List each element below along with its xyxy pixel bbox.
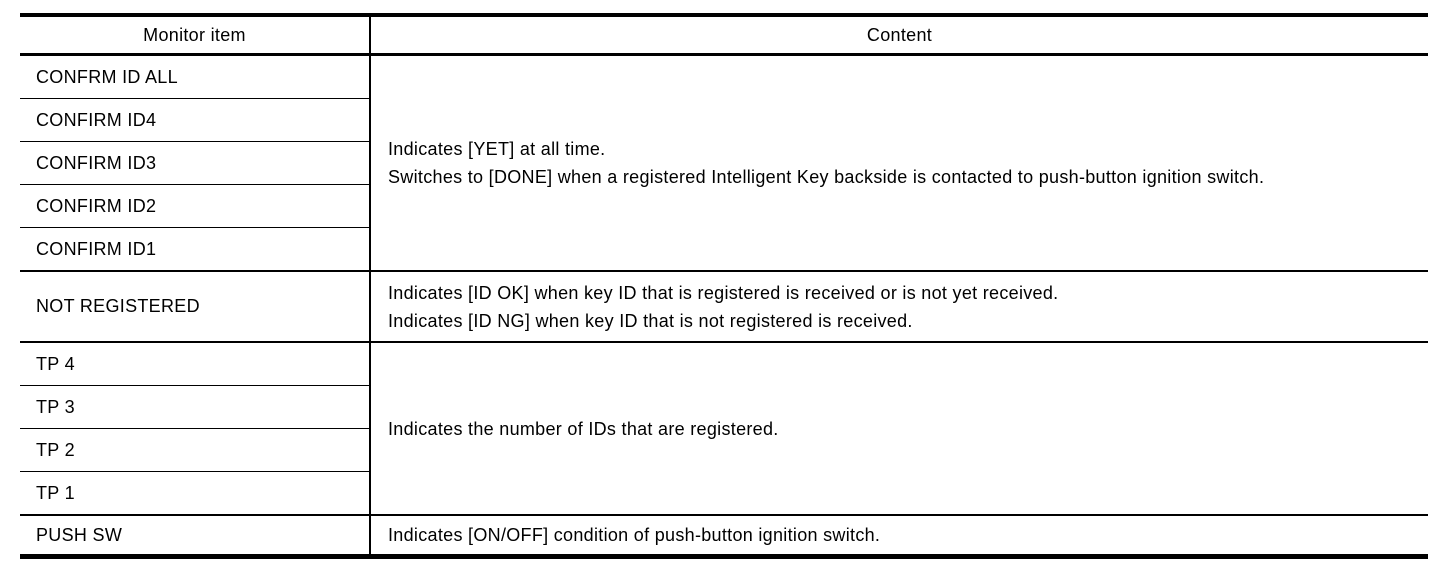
monitor-item-cell: TP 2 [20,428,371,472]
content-cell: Indicates [ID OK] when key ID that is re… [370,270,1428,342]
monitor-item-cell: NOT REGISTERED [20,270,371,342]
content-line: Switches to [DONE] when a registered Int… [388,167,1265,187]
table-row: PUSH SW Indicates [ON/OFF] condition of … [20,514,1428,557]
table-row: TP 1 [20,471,1428,515]
monitor-item-cell: CONFIRM ID3 [20,141,371,185]
monitor-item-cell: CONFRM ID ALL [20,54,371,99]
table-row: CONFIRM ID3 [20,141,1428,185]
table-row: CONFIRM ID2 [20,184,1428,228]
content-line: Indicates [ON/OFF] condition of push-but… [388,525,881,545]
table-row: CONFRM ID ALL Indicates [YET] at all tim… [20,54,1428,187]
table-header: Monitor item Content [20,15,1428,56]
table-body: CONFRM ID ALL Indicates [YET] at all tim… [20,54,1428,557]
table-row: TP 4 Indicates the number of IDs that ar… [20,341,1428,515]
monitor-item-cell: TP 1 [20,471,371,515]
monitor-item-column-header: Monitor item [20,15,371,56]
content-cell: Indicates the number of IDs that are reg… [370,341,1428,515]
monitor-item-cell: PUSH SW [20,514,371,557]
monitor-item-cell: CONFIRM ID2 [20,184,371,228]
table-row: CONFIRM ID4 [20,98,1428,142]
content-line: Indicates the number of IDs that are reg… [388,418,779,439]
table-row: TP 2 [20,428,1428,472]
monitor-item-cell: CONFIRM ID4 [20,98,371,142]
content-line: Indicates [YET] at all time. [388,139,606,159]
content-line: Indicates [ID OK] when key ID that is re… [388,282,1059,303]
content-line: Indicates [ID NG] when key ID that is no… [388,310,913,331]
monitor-item-table: Monitor item Content CONFRM ID ALL Indic… [20,13,1428,559]
content-cell: Indicates [ON/OFF] condition of push-but… [370,514,1428,557]
monitor-item-cell: TP 4 [20,341,371,386]
monitor-item-cell: CONFIRM ID1 [20,227,371,271]
monitor-item-cell: TP 3 [20,385,371,429]
content-column-header: Content [370,15,1428,56]
table-row: NOT REGISTERED Indicates [ID OK] when ke… [20,270,1428,342]
table-row: TP 3 [20,385,1428,429]
header-row: Monitor item Content [20,15,1428,56]
table-row: CONFIRM ID1 [20,227,1428,271]
content-cell: Indicates [YET] at all time. Switches to… [370,55,1428,272]
